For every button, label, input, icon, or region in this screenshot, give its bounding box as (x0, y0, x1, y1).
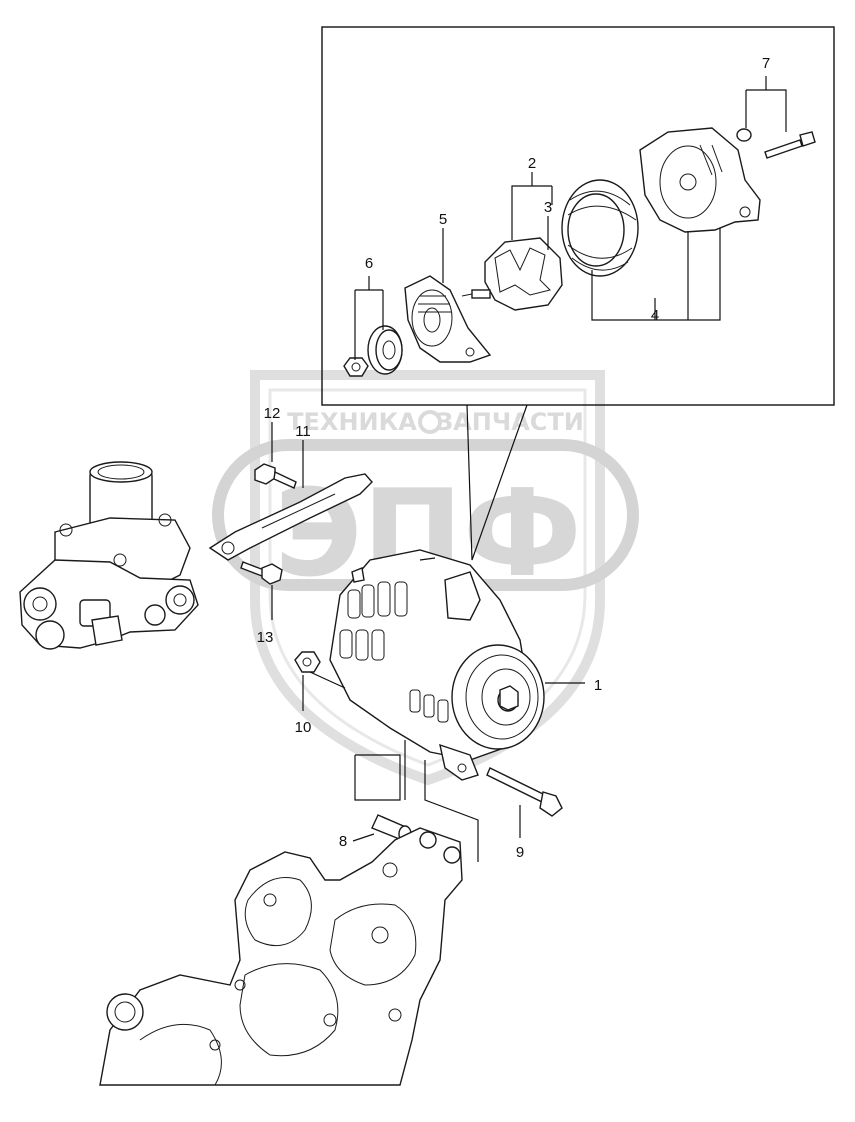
callout-1: 1 (594, 677, 602, 694)
part-4-rear-housing (639, 127, 761, 233)
callout-13: 13 (257, 629, 274, 646)
callout-8: 8 (339, 833, 347, 850)
part-1-alternator (329, 549, 545, 781)
callout-5: 5 (439, 211, 447, 228)
callout-2: 2 (528, 155, 536, 172)
callout-12: 12 (264, 405, 281, 422)
part-6-nut-pulley (343, 325, 403, 377)
callout-6: 6 (365, 255, 373, 272)
callout-10: 10 (295, 719, 312, 736)
detail-inset-frame (321, 26, 835, 406)
watermark-text-right: ЗАПЧАСТИ (436, 408, 584, 436)
part-5-front-housing (404, 275, 492, 363)
callout-7: 7 (762, 55, 770, 72)
inset-pointer (466, 404, 528, 561)
callout-3: 3 (544, 199, 552, 216)
gear-icon (418, 410, 442, 434)
part-10-nut (294, 651, 321, 673)
part-2-3-rotor (461, 237, 563, 311)
callout-4: 4 (651, 307, 659, 324)
part-12-bolt (254, 463, 297, 489)
timing-gear-case (99, 827, 463, 1086)
watermark-text-left: ТЕХНИКА (287, 408, 417, 436)
callout-9: 9 (516, 844, 524, 861)
part-7-nut-bolt (736, 128, 816, 159)
callout-11: 11 (295, 423, 311, 440)
part-4-stator (561, 179, 639, 277)
part-9-long-bolt (486, 767, 563, 817)
thermostat-housing (19, 461, 199, 650)
part-13-bolt (240, 561, 283, 585)
part-11-adjusting-bracket (208, 473, 373, 561)
